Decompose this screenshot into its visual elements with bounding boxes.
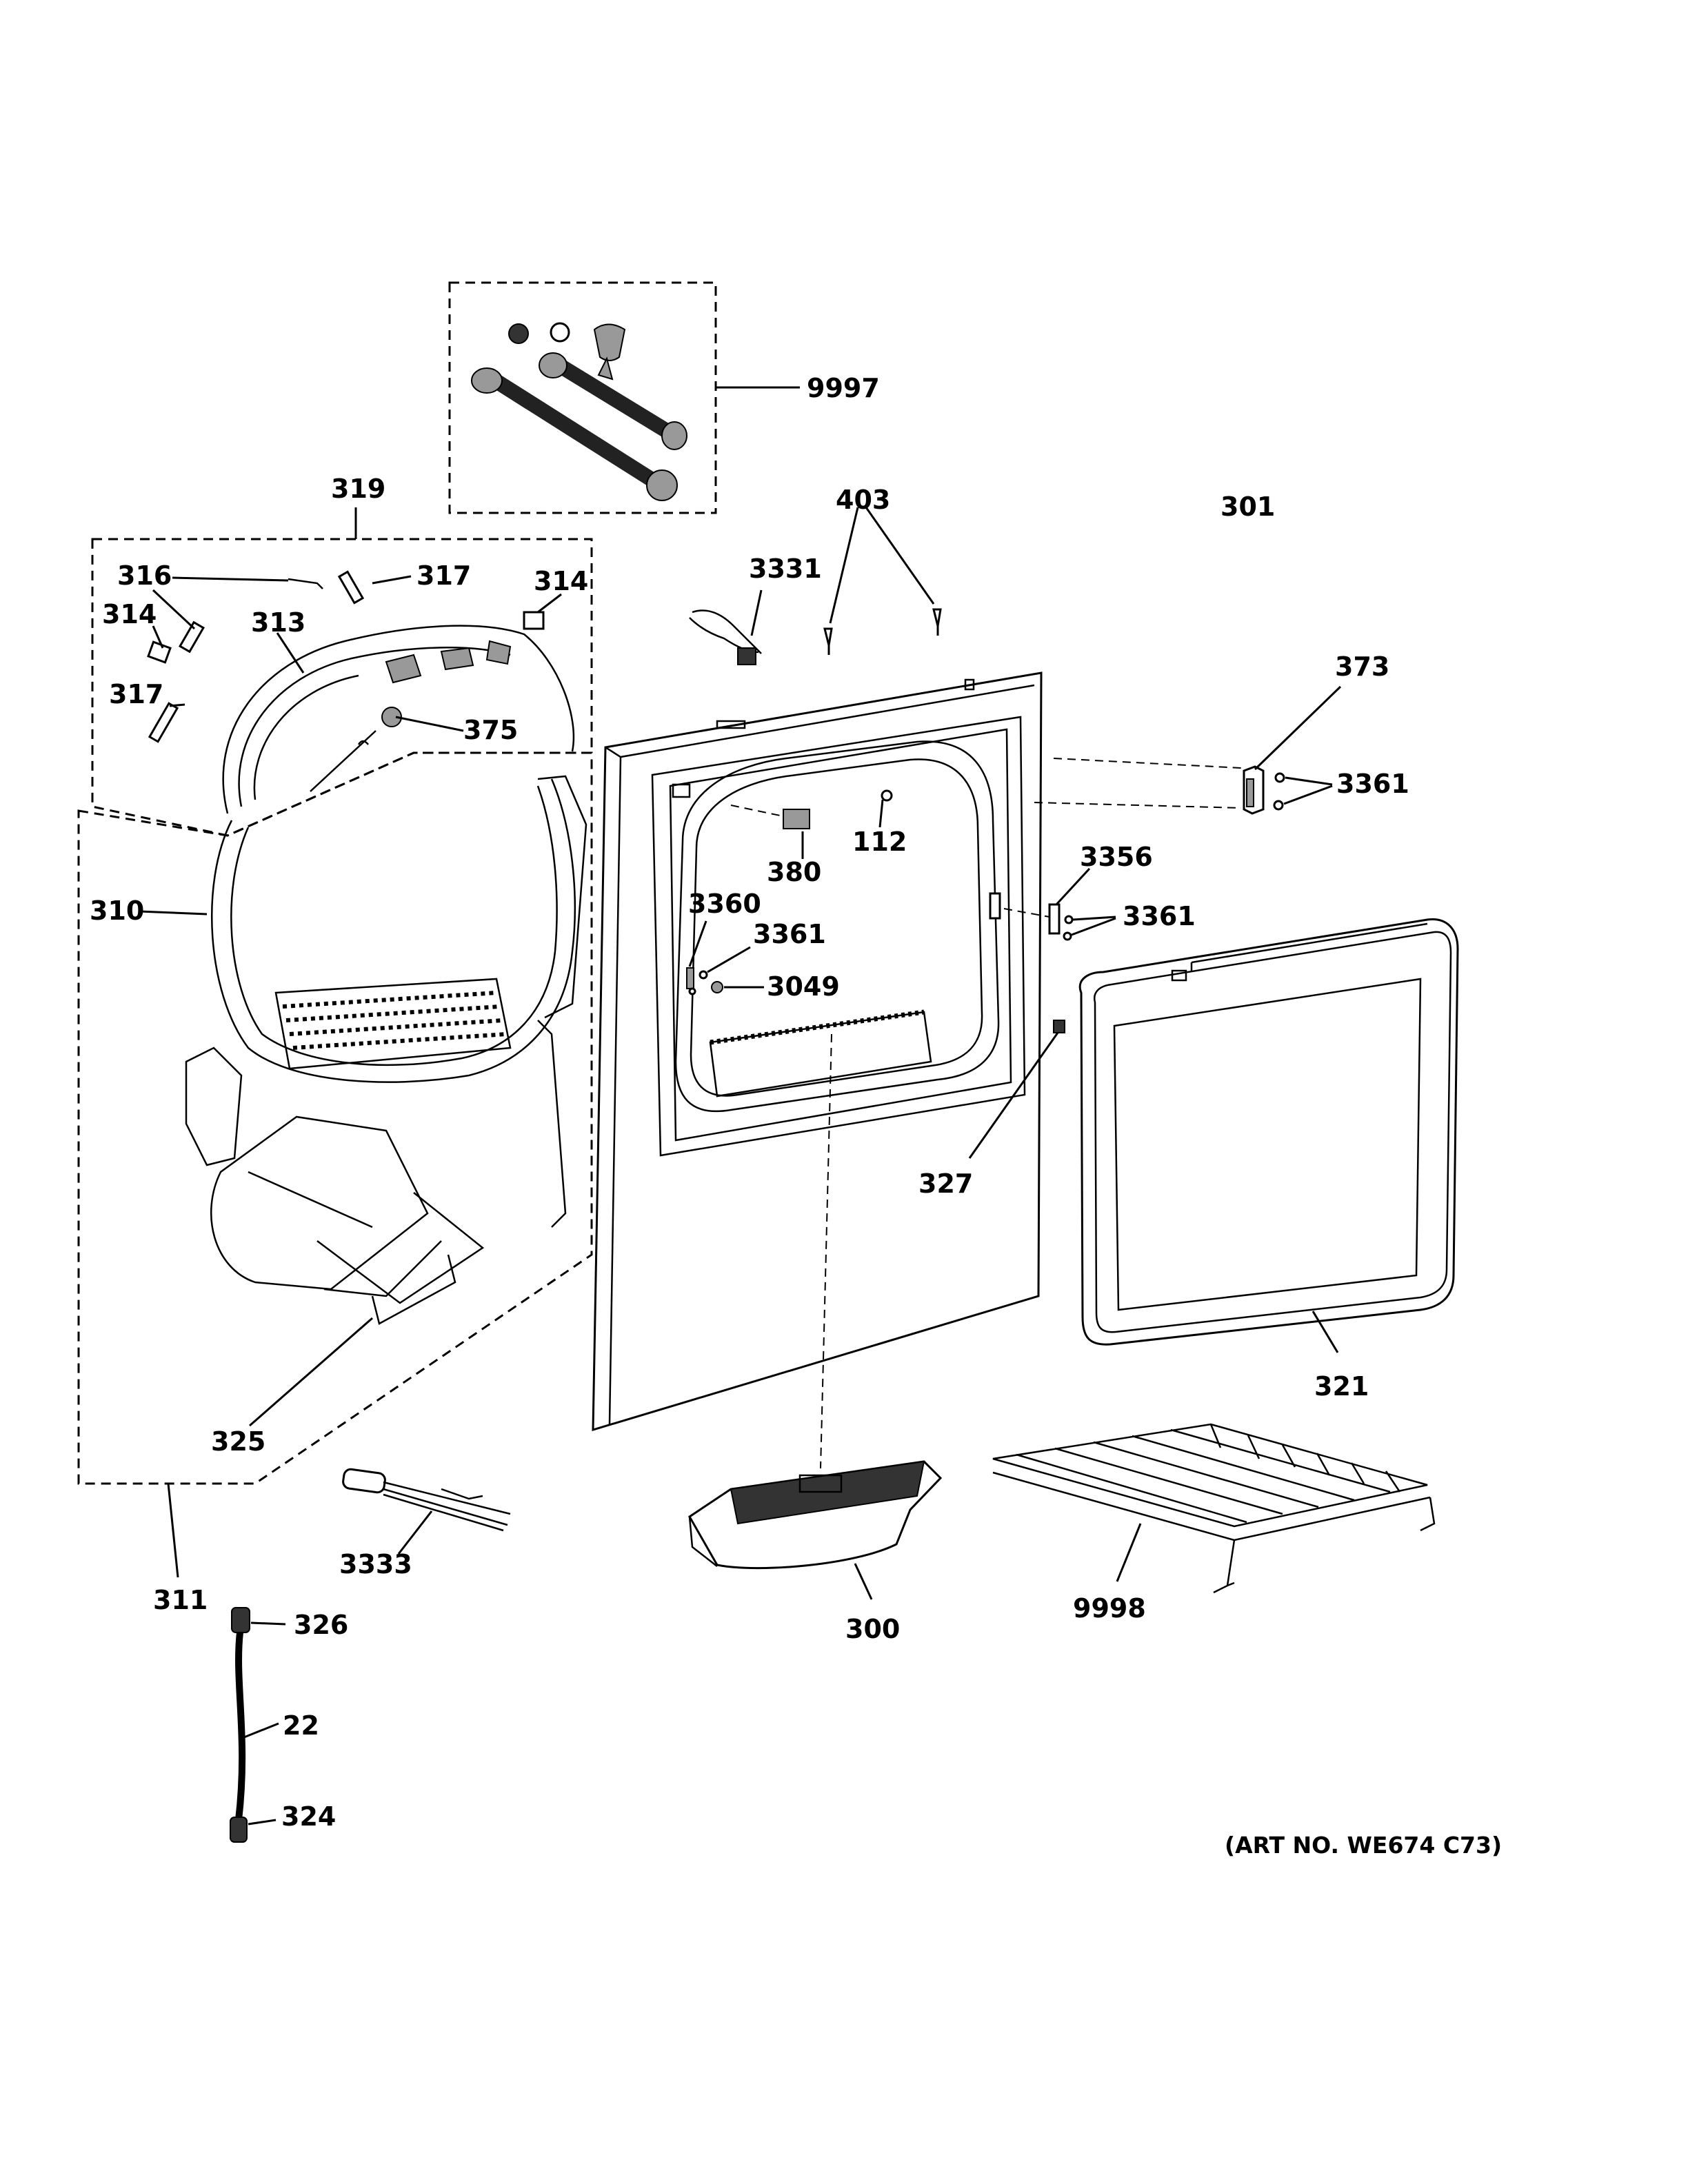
callout-9997: 9997 <box>807 373 880 403</box>
hinge-parts <box>686 685 1342 995</box>
callout-112: 112 <box>852 827 907 857</box>
callout-22: 22 <box>283 1710 319 1741</box>
part-327 <box>968 1020 1065 1159</box>
leaders-left <box>139 575 562 1427</box>
callout-3361-hinge: 3361 <box>1336 769 1409 799</box>
callout-3331: 3331 <box>749 554 822 584</box>
callout-373: 373 <box>1335 651 1389 682</box>
callout-403: 403 <box>836 485 890 515</box>
cord-parts <box>230 1607 286 1843</box>
callout-317-left: 317 <box>109 679 163 709</box>
drying-rack-9998 <box>992 1423 1436 1594</box>
callout-3333: 3333 <box>339 1549 412 1579</box>
callout-319: 319 <box>331 474 385 504</box>
callout-300: 300 <box>845 1614 900 1644</box>
callout-3361-latch: 3361 <box>1123 901 1196 931</box>
art-number: (ART NO. WE674 C73) <box>1225 1832 1502 1859</box>
hose-kit-9997 <box>448 281 800 514</box>
front-panel-301 <box>592 671 1043 1432</box>
callout-325: 325 <box>211 1426 265 1457</box>
callout-3356: 3356 <box>1080 842 1153 872</box>
small-parts-center <box>689 507 942 859</box>
callout-313: 313 <box>251 607 305 638</box>
sensor-kit-319 <box>91 507 593 837</box>
callout-317-top: 317 <box>416 560 471 591</box>
callout-3360: 3360 <box>688 889 761 919</box>
callout-324: 324 <box>281 1801 336 1832</box>
callout-301: 301 <box>1220 492 1275 522</box>
callout-321: 321 <box>1314 1371 1369 1402</box>
guide-line-300 <box>820 1033 832 1469</box>
callout-375: 375 <box>463 715 518 745</box>
callout-380: 380 <box>767 857 821 887</box>
callout-314-right: 314 <box>534 566 588 596</box>
callout-326: 326 <box>294 1610 348 1640</box>
callout-9998: 9998 <box>1073 1593 1146 1624</box>
door-321 <box>1078 918 1459 1353</box>
front-panel-assembly-311 <box>77 751 593 1578</box>
callout-310: 310 <box>90 896 144 926</box>
callout-311: 311 <box>153 1585 208 1615</box>
part-3333 <box>342 1468 511 1555</box>
callout-327: 327 <box>918 1169 973 1199</box>
callout-316: 316 <box>117 560 172 591</box>
callout-3049: 3049 <box>767 971 840 1002</box>
callout-labels: 9997 319 316 317 314 314 313 317 375 310… <box>90 373 1502 1859</box>
filter-housing-300 <box>688 1460 943 1600</box>
callout-3361-inner: 3361 <box>753 919 826 949</box>
callout-314-left: 314 <box>102 599 157 629</box>
